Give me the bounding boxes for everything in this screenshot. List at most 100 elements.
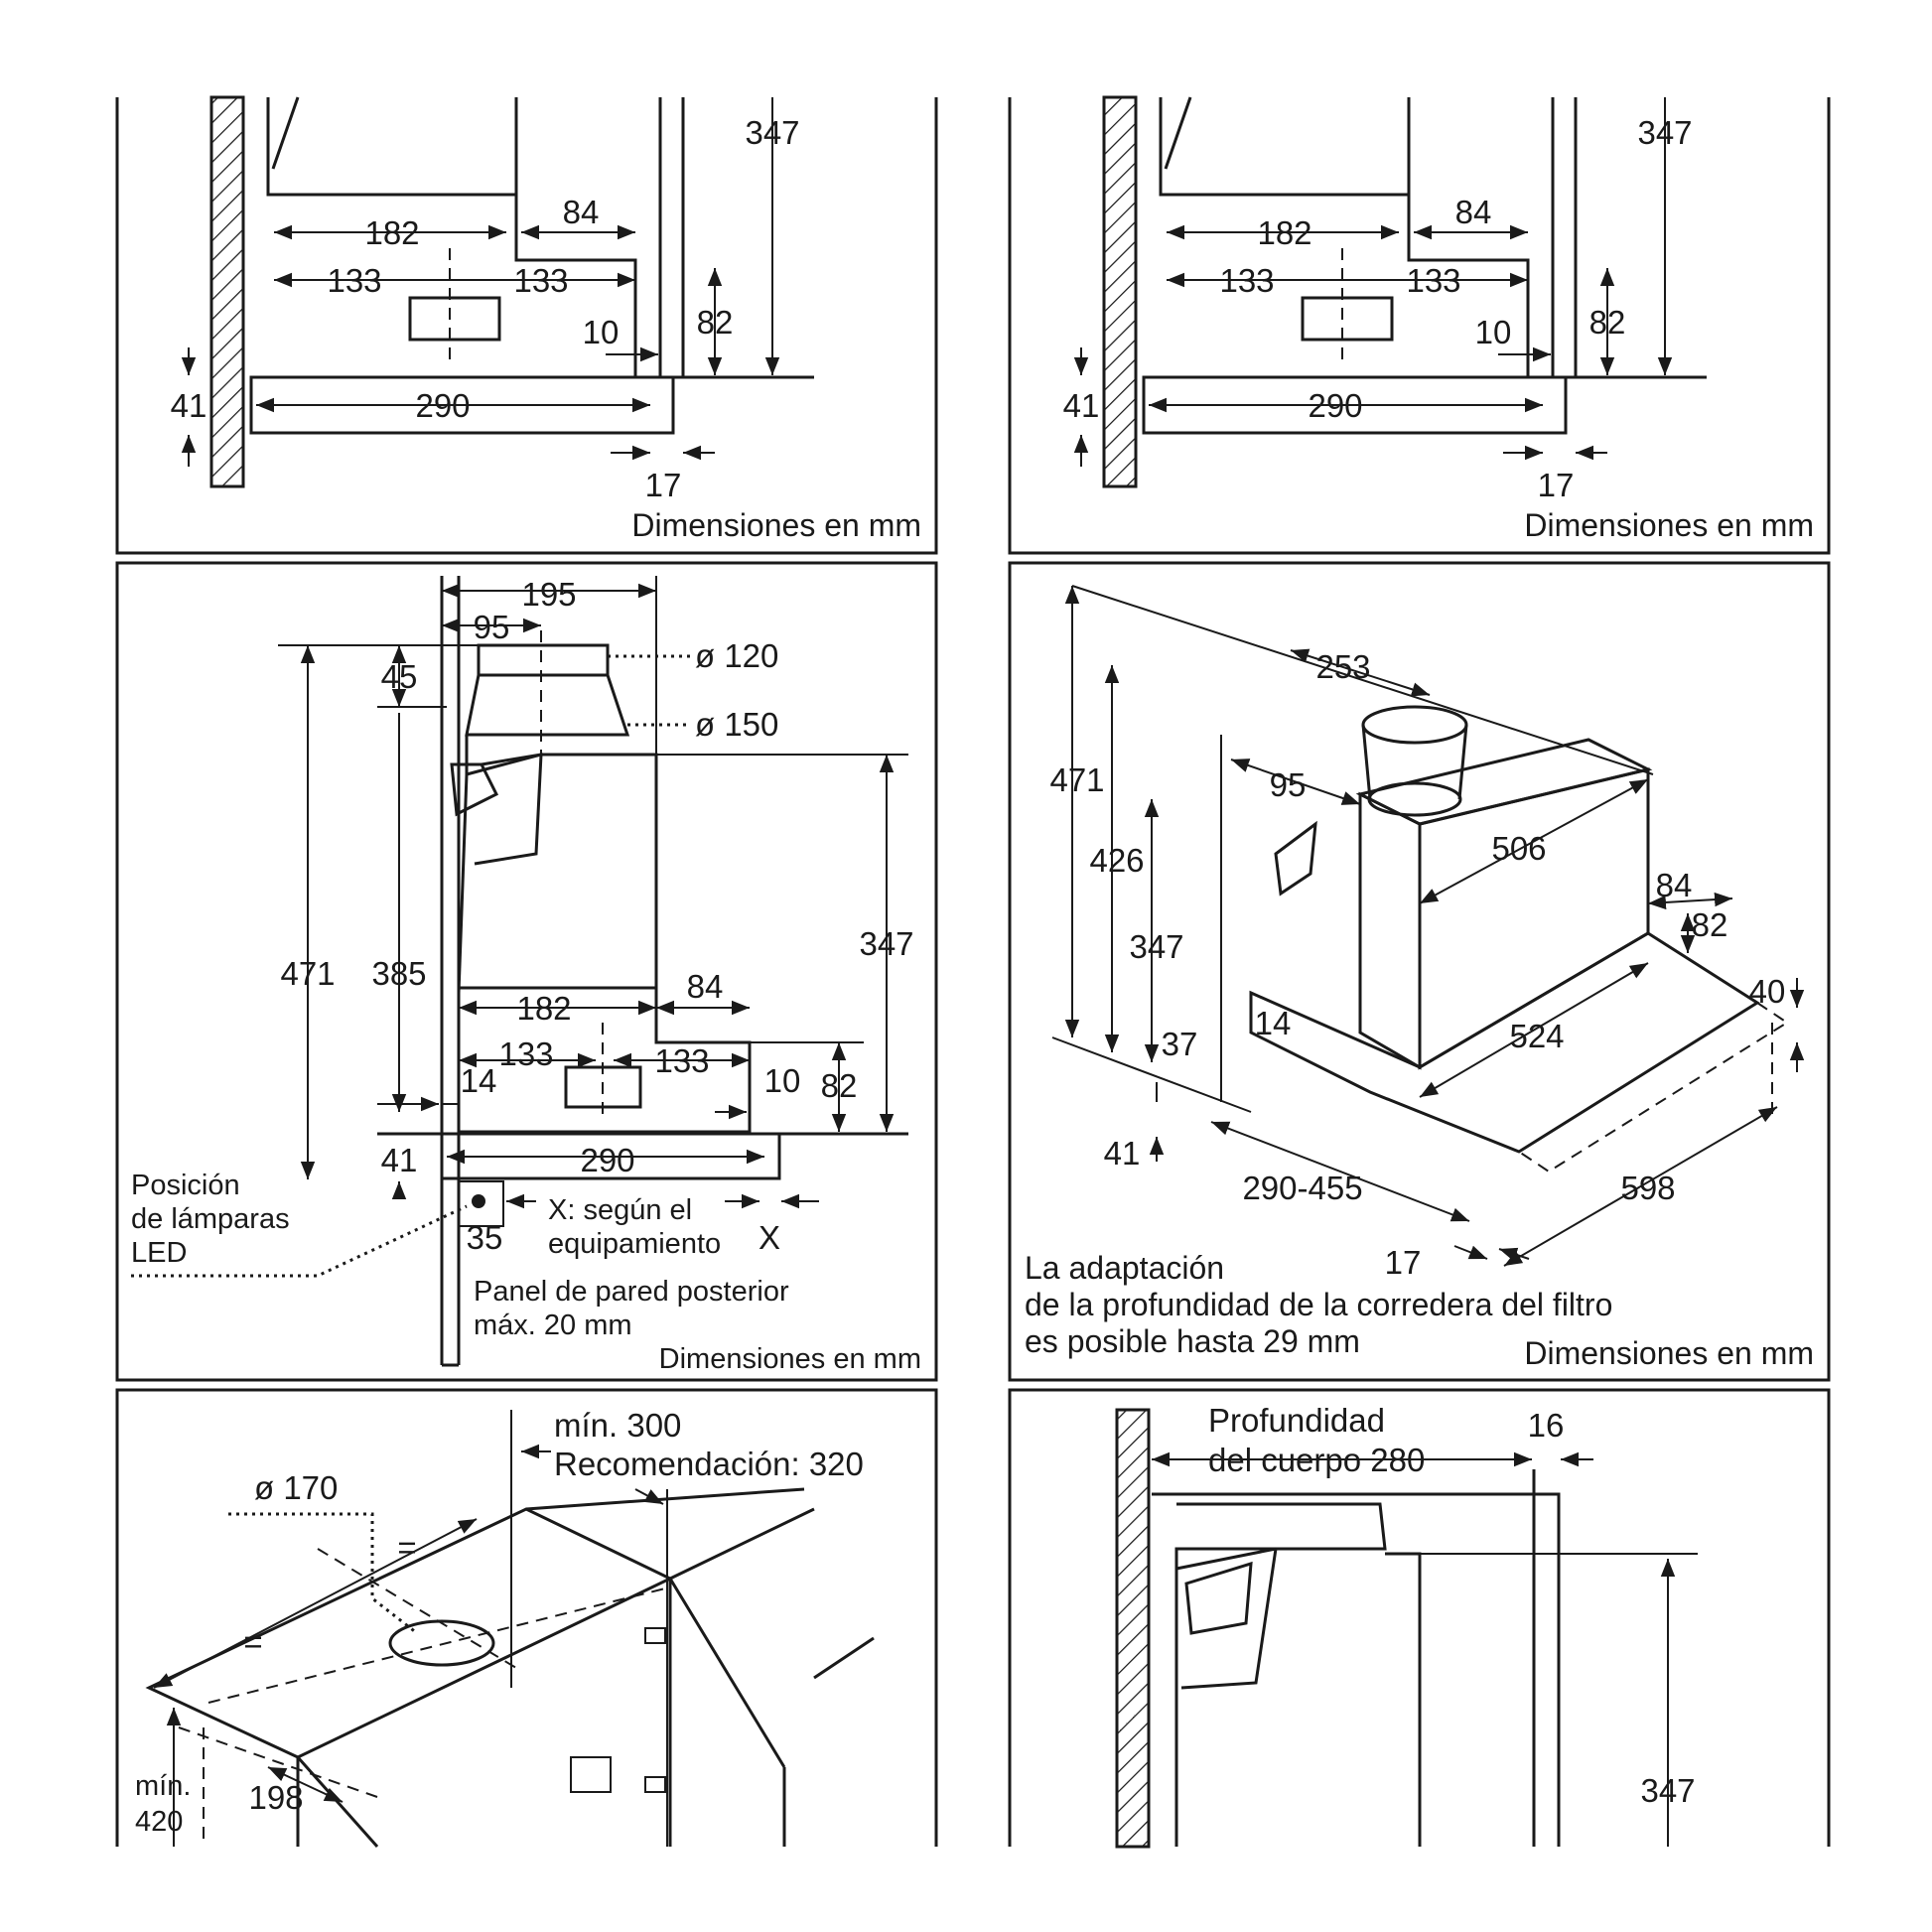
label-min-420-line1: mín. (135, 1770, 191, 1802)
label-min-420-line2: 420 (135, 1806, 183, 1838)
dim-290: 290 (580, 1142, 634, 1178)
dim-471: 471 (1049, 761, 1104, 798)
duct-collar-top (1361, 705, 1468, 745)
dim-dia-170: ø 170 (254, 1469, 338, 1506)
x-note-line2: equipamiento (548, 1228, 721, 1260)
dim-35: 35 (467, 1219, 503, 1256)
duct-collar-150 (465, 673, 630, 737)
dim-133-right: 133 (654, 1042, 709, 1079)
dim-82: 82 (1589, 304, 1626, 341)
hood-body (1159, 97, 1530, 379)
dim-40: 40 (1749, 973, 1786, 1010)
dim-182: 182 (516, 990, 571, 1027)
hood-body (266, 97, 637, 379)
dim-471: 471 (280, 955, 335, 992)
dim-x: X (759, 1219, 780, 1256)
panel-frame (115, 561, 938, 1382)
dim-290: 290 (415, 387, 470, 424)
dim-10: 10 (764, 1062, 801, 1099)
dim-82: 82 (821, 1067, 858, 1104)
panel-side-view-top-left: 347 182 84 133 133 82 10 41 290 17 Dimen… (115, 95, 938, 555)
filter-tray (1142, 375, 1568, 435)
panel-frame (115, 1388, 938, 1847)
hood-outline (1152, 1492, 1561, 1847)
label-depth-line2: del cuerpo 280 (1208, 1442, 1425, 1478)
dim-37: 37 (1162, 1026, 1198, 1062)
caption-dimensions: Dimensiones en mm (1524, 507, 1814, 543)
panel-cabinet-cutout: mín. 300 Recomendación: 320 ø 170 = = 19… (115, 1388, 938, 1848)
dim-82: 82 (1692, 906, 1728, 943)
x-note-line1: X: según el (548, 1194, 692, 1226)
hood-left-face (1358, 791, 1422, 1070)
led-label-line1: Posición (131, 1170, 240, 1201)
dim-198: 198 (248, 1779, 303, 1816)
control-knob (1184, 1561, 1253, 1635)
lamp-unit (1301, 296, 1394, 342)
dim-14: 14 (461, 1062, 497, 1099)
dim-41: 41 (381, 1142, 418, 1178)
dim-290: 290 (1308, 387, 1362, 424)
dim-82: 82 (697, 304, 734, 341)
dim-17: 17 (1385, 1244, 1422, 1281)
note-line2: de la profundidad de la corredera del fi… (1025, 1287, 1612, 1322)
dim-10: 10 (1475, 314, 1512, 350)
wall-panel-note-line1: Panel de pared posterior (474, 1276, 789, 1308)
wall-hatch (1115, 1408, 1151, 1849)
led-lamp-dot (472, 1194, 485, 1208)
dim-84: 84 (687, 968, 724, 1005)
dim-253: 253 (1315, 648, 1370, 685)
control-knob-iso (1274, 820, 1317, 897)
equal-sign-lower: = (243, 1623, 262, 1660)
caption-dimensions: Dimensiones en mm (1524, 1335, 1814, 1371)
panel-body-depth: Profundidad del cuerpo 280 16 347 (1008, 1388, 1831, 1849)
filter-tray-iso (1249, 931, 1760, 1154)
note-line1: La adaptación (1025, 1250, 1224, 1286)
wall-hatch (209, 95, 245, 488)
dim-347: 347 (1640, 1772, 1695, 1809)
note-line3: es posible hasta 29 mm (1025, 1323, 1360, 1359)
dim-14: 14 (1255, 1005, 1292, 1041)
dim-347: 347 (1637, 114, 1692, 151)
dim-290-455: 290-455 (1242, 1170, 1362, 1206)
panel-frame (1008, 97, 1831, 555)
led-label-line2: de lámparas (131, 1203, 290, 1235)
dim-45: 45 (381, 658, 418, 695)
panel-frame (1008, 1388, 1831, 1847)
dim-133-left: 133 (498, 1035, 553, 1072)
hood-body (465, 735, 658, 1008)
dim-17: 17 (645, 467, 682, 503)
dim-133-right: 133 (1406, 262, 1460, 299)
dim-524: 524 (1509, 1018, 1564, 1054)
panel-isometric-view: 253 95 471 426 347 506 84 82 40 524 14 3… (1008, 561, 1831, 1382)
dim-95: 95 (1270, 766, 1307, 803)
dim-347: 347 (1129, 928, 1183, 965)
dim-41: 41 (171, 387, 207, 424)
dim-385: 385 (371, 955, 426, 992)
dim-16: 16 (1528, 1407, 1565, 1444)
dim-84: 84 (1455, 194, 1492, 230)
hood-top-face (1355, 738, 1653, 826)
dim-95: 95 (474, 609, 510, 645)
filter-tray (249, 375, 675, 435)
mount-bracket (570, 1756, 612, 1793)
dim-10: 10 (583, 314, 620, 350)
led-label-line3: LED (131, 1237, 187, 1269)
label-min-300: mín. 300 (554, 1407, 681, 1444)
equal-sign-upper: = (397, 1529, 416, 1566)
panel-side-view-full-height: 195 95 ø 120 ø 150 45 471 385 347 182 84… (115, 561, 938, 1382)
panel-frame (1008, 561, 1831, 1382)
dim-426: 426 (1089, 842, 1144, 879)
wall-panel-note-line2: máx. 20 mm (474, 1310, 632, 1341)
dim-133-left: 133 (327, 262, 381, 299)
dim-dia-150: ø 150 (695, 706, 778, 743)
dim-195: 195 (521, 576, 576, 613)
dim-84: 84 (563, 194, 600, 230)
label-recommendation-320: Recomendación: 320 (554, 1446, 864, 1482)
duct-hole (388, 1619, 495, 1667)
lamp-unit (408, 296, 501, 342)
dim-17: 17 (1538, 467, 1575, 503)
panel-side-view-top-right: 347 182 84 133 133 82 10 41 290 17 Dimen… (1008, 95, 1831, 555)
dim-506: 506 (1491, 830, 1546, 867)
dim-dia-120: ø 120 (695, 637, 778, 674)
dim-182: 182 (1257, 214, 1311, 251)
